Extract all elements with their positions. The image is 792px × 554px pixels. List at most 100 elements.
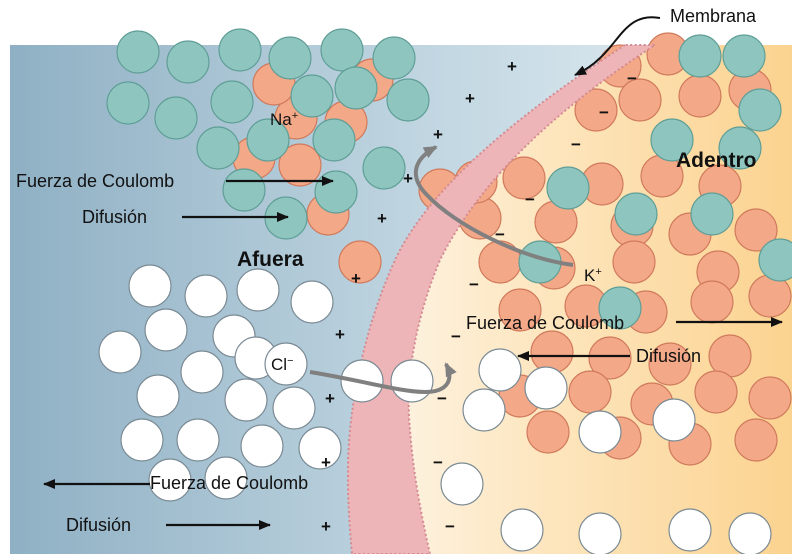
sodium-ion — [312, 118, 356, 162]
sodium-ion — [614, 192, 658, 236]
sodium-ion — [210, 80, 254, 124]
sodium-ion-label: Na+ — [270, 106, 298, 130]
coulomb-force-label-na: Fuerza de Coulomb — [16, 171, 175, 191]
chloride-ion — [240, 424, 284, 468]
sodium-ion — [314, 170, 358, 214]
chloride-ion — [728, 512, 772, 554]
positive-charge-sign: + — [351, 269, 361, 288]
chloride-ion — [224, 378, 268, 422]
negative-charge-sign: − — [469, 275, 479, 294]
outside-label: Afuera — [237, 248, 304, 271]
potassium-ion — [734, 208, 778, 252]
chloride-ion — [264, 342, 308, 386]
potassium-symbol: K — [584, 266, 596, 285]
chloride-charge: − — [287, 355, 294, 367]
potassium-ion — [498, 288, 542, 332]
sodium-ion — [222, 168, 266, 212]
coulomb-force-label-k: Fuerza de Coulomb — [466, 313, 625, 333]
negative-charge-sign: − — [525, 190, 535, 209]
sodium-ion — [196, 126, 240, 170]
negative-charge-sign: − — [433, 453, 443, 472]
chloride-ion — [290, 280, 334, 324]
negative-charge-sign: − — [599, 103, 609, 122]
potassium-ion — [502, 156, 546, 200]
chloride-ion — [578, 410, 622, 454]
chloride-ion — [462, 388, 506, 432]
positive-charge-sign: + — [325, 389, 335, 408]
sodium-ion — [386, 78, 430, 122]
sodium-ion — [290, 74, 334, 118]
chloride-ion — [120, 418, 164, 462]
negative-charge-sign: − — [571, 135, 581, 154]
negative-charge-sign: − — [437, 389, 447, 408]
negative-charge-sign: − — [445, 517, 455, 536]
potassium-ion — [568, 370, 612, 414]
sodium-ion — [218, 28, 262, 72]
sodium-ion — [678, 34, 722, 78]
sodium-ion — [758, 238, 792, 282]
chloride-ion — [144, 308, 188, 352]
chloride-ion — [668, 508, 712, 552]
membrane-pointer-arrow — [574, 16, 661, 76]
chloride-symbol: Cl — [271, 355, 288, 374]
diffusion-label-na: Difusión — [82, 207, 148, 227]
chloride-ion-label: Cl− — [271, 351, 294, 375]
chloride-ion — [478, 348, 522, 392]
positive-charge-sign: + — [403, 169, 413, 188]
potassium-ion — [690, 280, 734, 324]
potassium-ion — [618, 78, 662, 122]
potassium-ion — [694, 370, 738, 414]
potassium-ion — [648, 342, 692, 386]
potassium-ion — [526, 410, 570, 454]
potassium-ion — [612, 240, 656, 284]
sodium-ion — [268, 36, 312, 80]
potassium-ion — [574, 88, 618, 132]
diffusion-label-cl: Difusión — [66, 515, 132, 535]
chloride-ion — [272, 386, 316, 430]
sodium-ion — [320, 28, 364, 72]
sodium-ion — [116, 30, 160, 74]
chloride-ion — [184, 274, 228, 318]
inside-label: Adentro — [676, 149, 757, 172]
potassium-ion — [278, 143, 322, 187]
positive-charge-sign: + — [321, 453, 331, 472]
sodium-ion — [546, 166, 590, 210]
potassium-ion-label: K+ — [584, 262, 602, 286]
chloride-ion — [652, 398, 696, 442]
negative-charge-sign: − — [627, 69, 637, 88]
potassium-ion — [748, 376, 792, 420]
chloride-ion — [298, 426, 342, 470]
sodium-ion — [362, 146, 406, 190]
membrane — [346, 44, 659, 554]
chloride-ion — [180, 350, 224, 394]
positive-charge-sign: + — [507, 57, 517, 76]
chloride-ion — [390, 359, 434, 403]
coulomb-force-label-cl: Fuerza de Coulomb — [150, 473, 309, 493]
potassium-ion — [748, 274, 792, 318]
potassium-ion — [734, 418, 778, 462]
potassium-path-arrow — [413, 145, 574, 267]
chloride-ion — [136, 374, 180, 418]
positive-charge-sign: + — [321, 517, 331, 536]
sodium-symbol: Na — [270, 110, 292, 129]
chloride-ion — [440, 462, 484, 506]
sodium-ion — [690, 192, 734, 236]
sodium-ion — [718, 126, 762, 170]
negative-charge-sign: − — [451, 327, 461, 346]
chloride-ion — [98, 330, 142, 374]
positive-charge-sign: + — [433, 125, 443, 144]
sodium-ion — [722, 34, 766, 78]
sodium-ion — [154, 96, 198, 140]
potassium-ion — [530, 330, 574, 374]
sodium-ion — [372, 36, 416, 80]
potassium-ion — [338, 240, 382, 284]
negative-charge-sign: − — [495, 225, 505, 244]
chloride-ion — [128, 264, 172, 308]
sodium-ion — [650, 118, 694, 162]
sodium-ion — [334, 66, 378, 110]
potassium-ion — [588, 336, 632, 380]
sodium-ion — [598, 286, 642, 330]
chloride-ion — [578, 512, 622, 554]
